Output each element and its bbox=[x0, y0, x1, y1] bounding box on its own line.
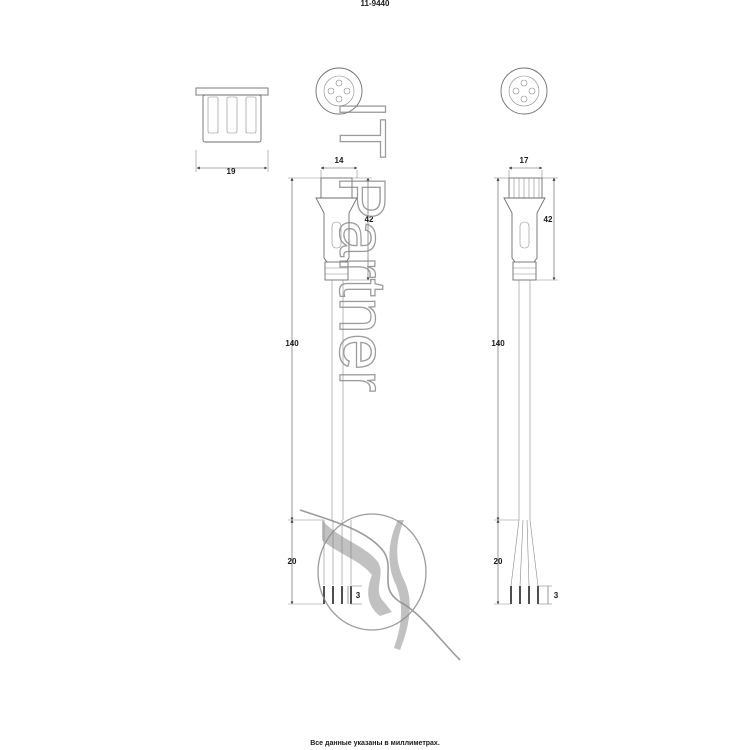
right-body-width-dim: 17 bbox=[520, 156, 529, 165]
watermark-logo-icon bbox=[299, 509, 461, 661]
right-wire-length-dim: 20 bbox=[494, 557, 503, 566]
right-connector-face bbox=[500, 67, 548, 115]
cap-view bbox=[195, 87, 269, 172]
watermark: IT Partner bbox=[299, 99, 461, 661]
left-total-length-dim: 140 bbox=[285, 339, 299, 348]
cap-width-dim: 19 bbox=[227, 167, 236, 176]
left-connector-face bbox=[315, 67, 363, 115]
right-connector-body bbox=[503, 177, 546, 604]
left-strip-length-dim: 3 bbox=[356, 591, 361, 600]
left-connector-body bbox=[315, 177, 358, 604]
right-strip-length-dim: 3 bbox=[554, 591, 559, 600]
right-total-length-dim: 140 bbox=[491, 339, 505, 348]
part-number: 11-9440 bbox=[361, 0, 390, 8]
units-note: Все данные указаны в миллиметрах. bbox=[310, 740, 440, 747]
left-wire-length-dim: 20 bbox=[288, 557, 297, 566]
right-dimension-lines bbox=[494, 166, 558, 605]
left-body-width-dim: 14 bbox=[335, 156, 344, 165]
left-dimension-lines bbox=[288, 166, 372, 605]
watermark-text: IT Partner bbox=[326, 100, 400, 392]
left-connector-length-dim: 42 bbox=[365, 215, 374, 224]
right-connector-length-dim: 42 bbox=[544, 215, 553, 224]
